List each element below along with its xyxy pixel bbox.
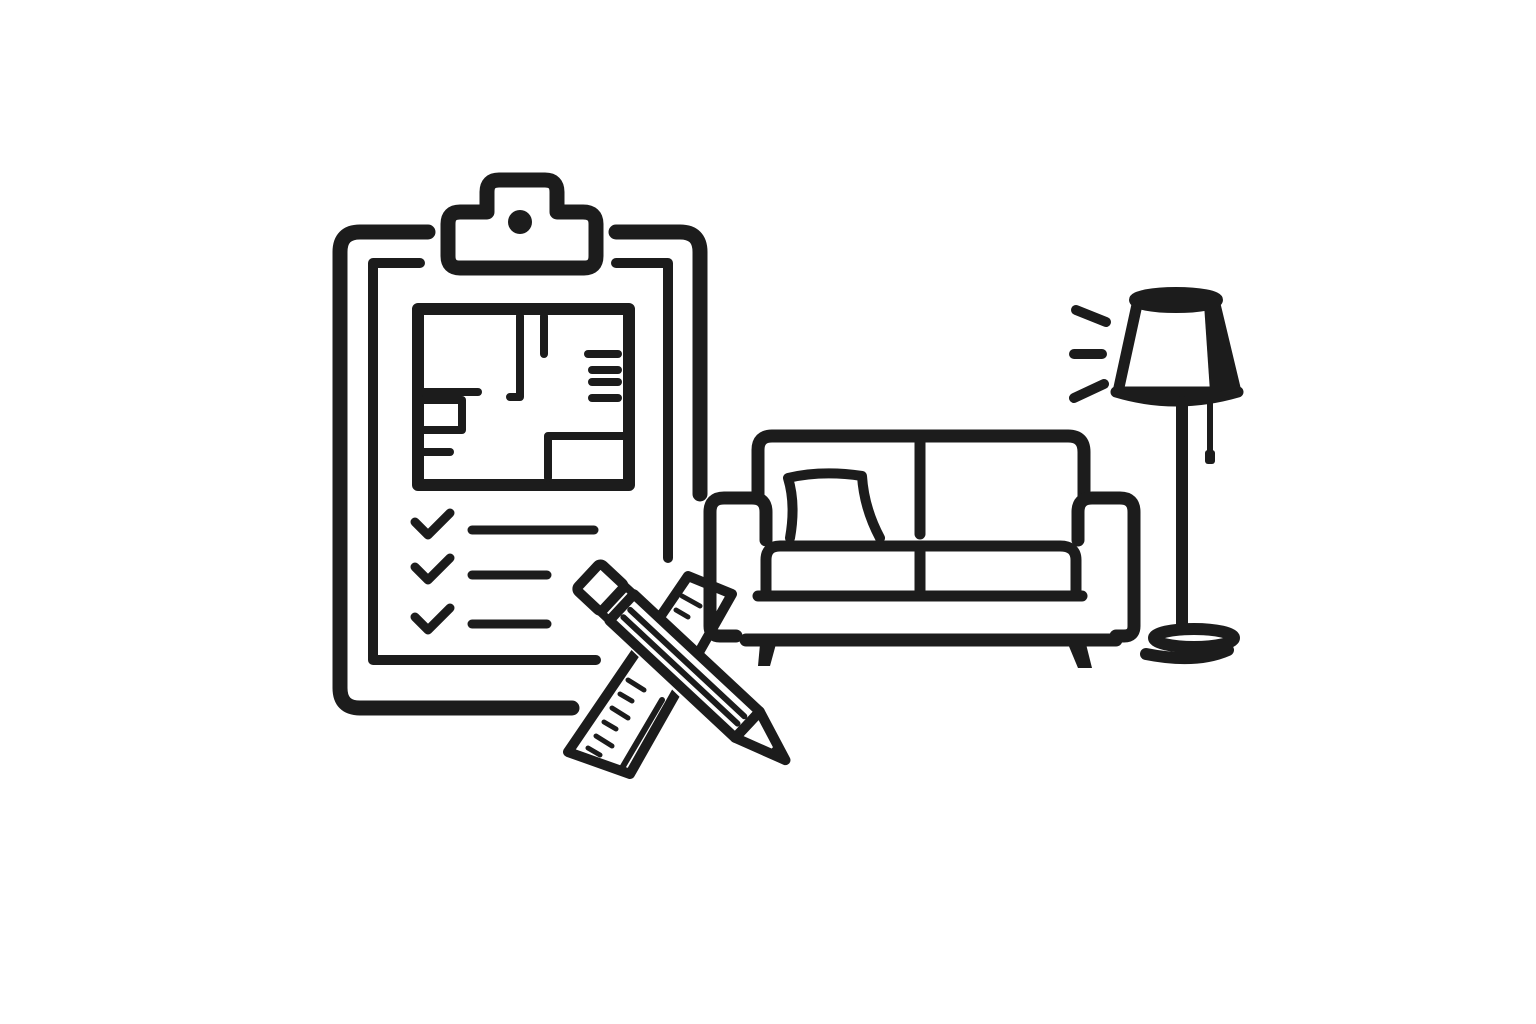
floor-plan-icon: [412, 303, 635, 491]
cushion-icon: [783, 468, 885, 543]
checklist-item: [410, 508, 599, 540]
checkmark-icon: [410, 508, 455, 540]
clipboard-icon: [332, 172, 708, 716]
pencil-icon: [572, 559, 791, 768]
checklist-item: [410, 603, 552, 635]
clipboard-clip: [440, 172, 604, 276]
checklist-item: [410, 553, 552, 585]
sofa-icon: [703, 429, 1141, 668]
floor-lamp-icon: [1069, 287, 1244, 665]
checklist: [410, 508, 599, 635]
checkmark-icon: [410, 553, 455, 585]
light-rays-icon: [1069, 305, 1111, 403]
checkmark-icon: [410, 603, 455, 635]
ruler-icon: [563, 571, 737, 779]
